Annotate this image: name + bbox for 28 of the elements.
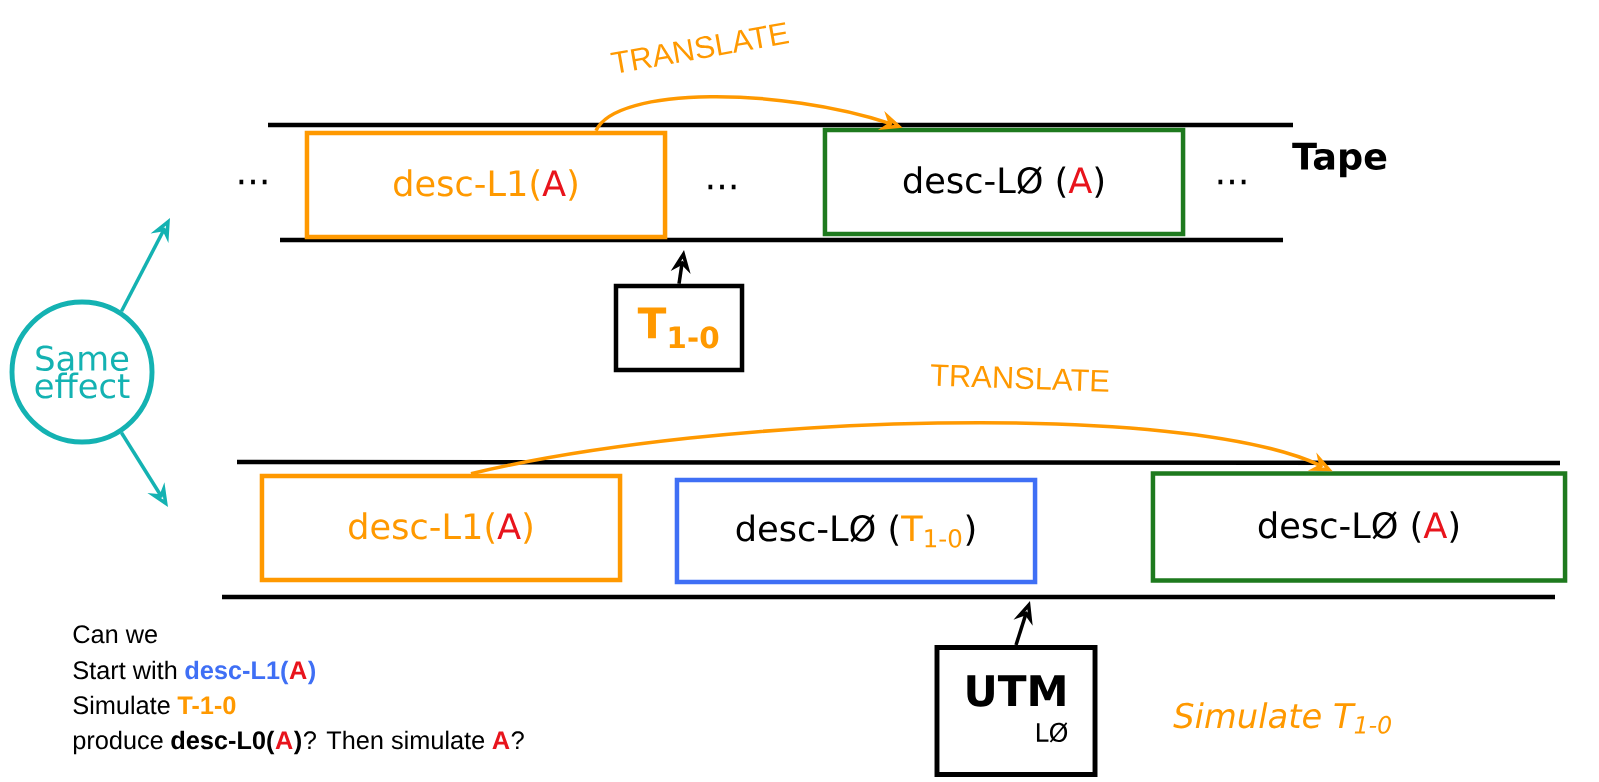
- tape-cell: desc-LØ (T$_{1-0}$): [674, 477, 1038, 585]
- question-text: ? Then simulate: [303, 730, 485, 750]
- question-text: Can we: [73, 625, 157, 644]
- question-text: Simulate: [73, 695, 170, 715]
- edge-label: TRANSLATE: [928, 362, 1112, 394]
- ellipsis: ...: [239, 179, 267, 185]
- question-text: A: [275, 731, 293, 749]
- tape-cell: desc-LØ (A): [1150, 471, 1568, 583]
- question-text: A: [289, 661, 307, 679]
- tape-cell: desc-L1(A): [304, 130, 668, 240]
- question-text: A: [492, 731, 510, 749]
- tape-cell: desc-LØ (A): [822, 127, 1186, 237]
- question-text: ): [293, 730, 301, 755]
- question-text: T-1-0: [177, 696, 236, 715]
- question-text: Start with: [73, 660, 177, 680]
- tape-label: Tape: [1292, 142, 1387, 178]
- ellipsis: ...: [708, 184, 736, 190]
- question-text: ): [307, 660, 315, 685]
- edge-label: TRANSLATE: [607, 19, 793, 77]
- machine-box: T$_{1-0}$: [613, 283, 745, 373]
- ellipsis: ...: [1218, 179, 1246, 185]
- annotation: Simulate T$_{1-0}$: [1173, 702, 1391, 734]
- question-text: desc-L1(: [185, 660, 289, 685]
- question-text: desc-L0(: [171, 730, 275, 755]
- question-text: produce: [73, 730, 163, 755]
- machine-box: UTM LØ: [934, 645, 1098, 777]
- tape-cell: desc-L1(A): [259, 473, 623, 583]
- question-text: ?: [511, 731, 524, 749]
